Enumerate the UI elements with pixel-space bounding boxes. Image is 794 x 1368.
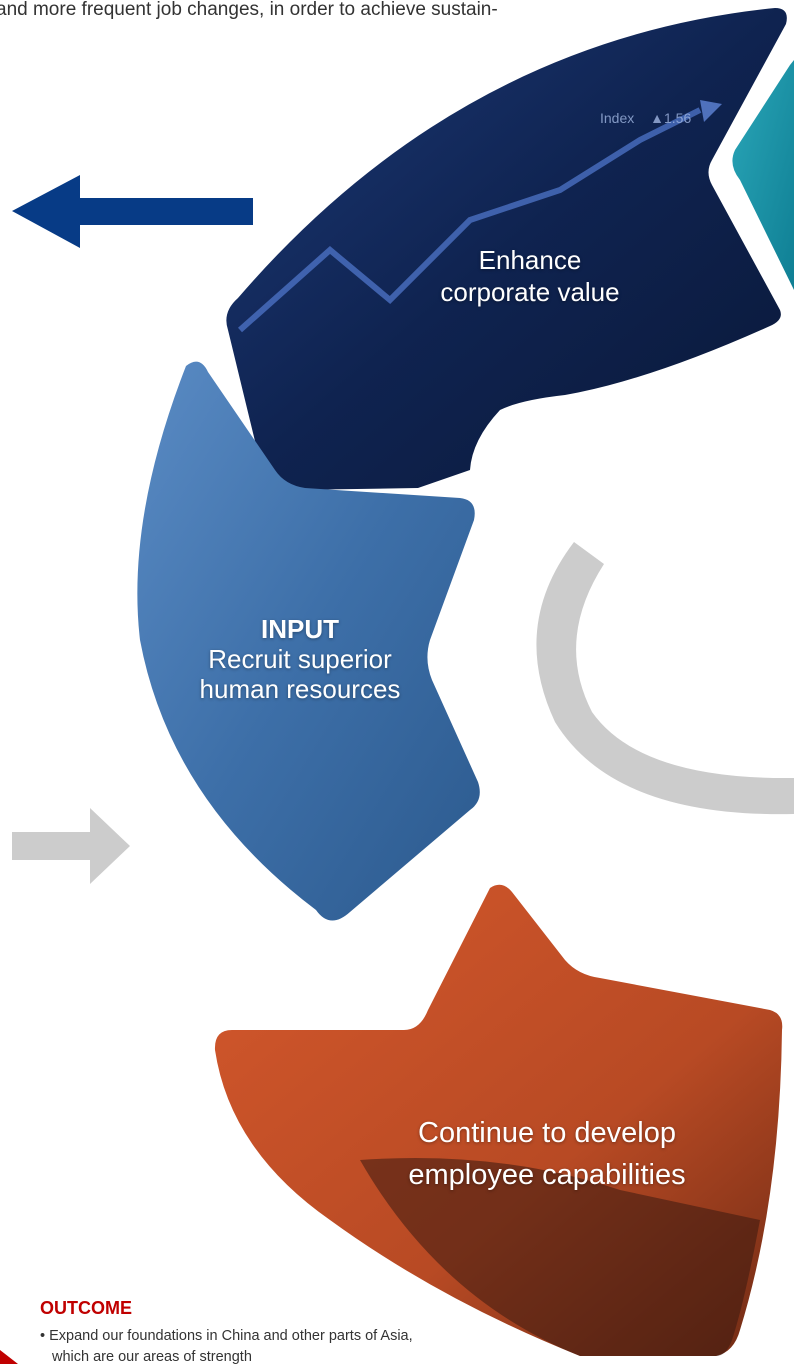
value-label: Enhance corporate value xyxy=(400,244,660,308)
index-label: Index xyxy=(600,110,635,126)
outcome-bullet: • Expand our foundations in China and ot… xyxy=(40,1326,520,1368)
input-label-line1: Recruit superior xyxy=(208,644,392,674)
gray-ring-shape xyxy=(536,542,794,815)
input-segment xyxy=(137,361,480,921)
input-heading: INPUT xyxy=(261,614,339,644)
overlay-arrow-head xyxy=(700,100,722,122)
develop-label-line1: Continue to develop xyxy=(418,1117,676,1149)
outcome-bullet-line2: which are our areas of strength xyxy=(52,1349,252,1365)
value-label-line2: corporate value xyxy=(440,277,620,307)
teal-segment xyxy=(732,60,794,290)
develop-segment-shade xyxy=(360,1158,760,1356)
index-readout: Index ▲1.56 xyxy=(600,110,691,126)
chart-overlay-graphic xyxy=(238,107,702,333)
value-segment xyxy=(226,8,787,490)
right-arrow-icon xyxy=(12,808,130,884)
develop-label: Continue to develop employee capabilitie… xyxy=(352,1112,742,1196)
index-value: ▲1.56 xyxy=(650,110,692,126)
input-label: INPUT Recruit superior human resources xyxy=(150,614,450,704)
corner-marker xyxy=(0,1350,18,1364)
outcome-bullet-line1: • Expand our foundations in China and ot… xyxy=(40,1328,413,1344)
left-arrow-icon xyxy=(12,175,253,248)
input-label-line2: human resources xyxy=(199,674,401,704)
outcome-title: OUTCOME xyxy=(40,1298,132,1318)
develop-label-line2: employee capabilities xyxy=(408,1159,686,1191)
intro-text: and more frequent job changes, in order … xyxy=(0,0,498,20)
value-label-line1: Enhance xyxy=(478,245,582,275)
